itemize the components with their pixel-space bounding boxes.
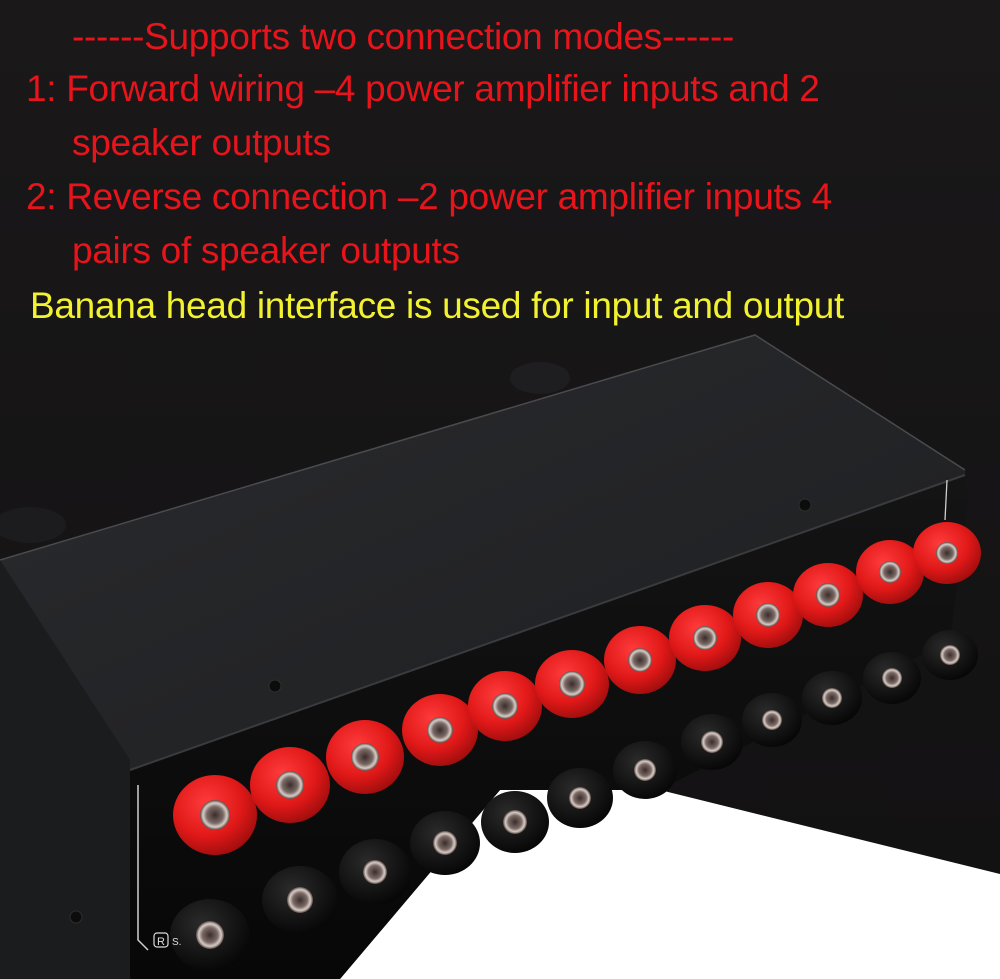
device-top bbox=[0, 335, 965, 775]
caption-mode1-line1: 1: Forward wiring –4 power amplifier inp… bbox=[26, 68, 820, 109]
svg-text:S.: S. bbox=[172, 937, 181, 948]
caption-header: ------Supports two connection modes-----… bbox=[72, 16, 735, 57]
screw-icon bbox=[798, 498, 812, 512]
caption-footer: Banana head interface is used for input … bbox=[30, 285, 844, 326]
caption-mode2-line1: 2: Reverse connection –2 power amplifier… bbox=[26, 176, 832, 217]
screw-icon bbox=[268, 679, 282, 693]
screw-icon bbox=[69, 910, 83, 924]
caption-mode1-line2: speaker outputs bbox=[72, 122, 331, 163]
caption-mode2-line2: pairs of speaker outputs bbox=[72, 230, 460, 271]
device-side bbox=[0, 560, 130, 979]
svg-text:R: R bbox=[157, 936, 165, 948]
panel-label: R S. bbox=[153, 932, 181, 948]
red-terminals bbox=[173, 522, 981, 855]
knob-icon bbox=[0, 362, 570, 543]
black-terminals bbox=[170, 630, 978, 971]
